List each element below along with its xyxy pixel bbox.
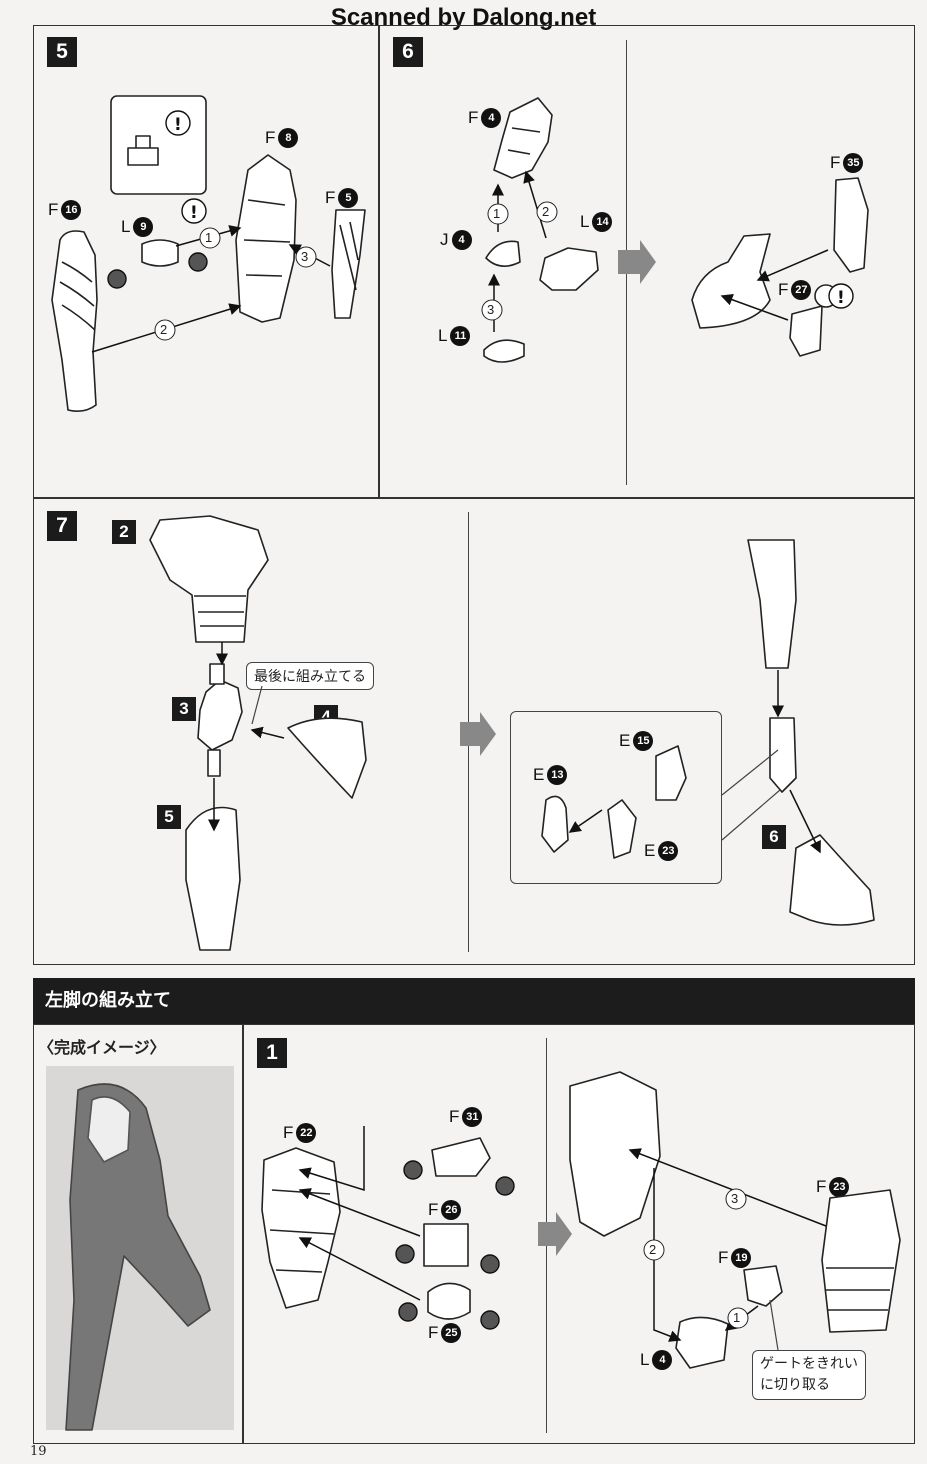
inset-part-c: [655, 745, 687, 801]
svg-text:!: !: [837, 288, 845, 308]
completed-figure: [65, 1083, 211, 1431]
sub-assembly-number: 6: [762, 825, 786, 849]
panel-left-leg: [33, 1024, 915, 1444]
divider: [242, 1024, 244, 1444]
attention-icons: ! ! !: [107, 110, 854, 1330]
thigh-upper: [747, 539, 797, 669]
inset-part-a: [541, 795, 569, 853]
sub-assembly-number: 5: [157, 805, 181, 829]
frame-detail: [243, 199, 291, 277]
panel-step-5-6: [33, 25, 915, 498]
knee-guard: [675, 1316, 729, 1369]
sub-assembly-number: 2: [112, 520, 136, 544]
section-title: 左脚の組み立て: [33, 978, 915, 1024]
order-number: 3: [301, 249, 309, 264]
order-markers: [154, 201, 749, 1329]
warning-box: [110, 95, 207, 195]
step-number: 1: [257, 1038, 287, 1068]
upper-leg: [185, 806, 241, 951]
svg-text:!: !: [174, 115, 182, 135]
frame-part: [235, 154, 297, 323]
peg: [209, 663, 225, 685]
toe-part: [789, 305, 823, 357]
inset-part-b: [607, 799, 637, 859]
thigh-assembly: [569, 1071, 661, 1237]
image-caption: 〈完成イメージ〉: [38, 1038, 166, 1057]
step-number: 7: [47, 511, 77, 541]
ankle-joint: [539, 247, 599, 291]
order-number: 2: [649, 1242, 657, 1257]
watermark: Scanned by Dalong.net: [330, 4, 597, 31]
thigh-frame: [261, 1147, 341, 1309]
step-number: 6: [393, 37, 423, 67]
knee-armor: [287, 717, 367, 799]
order-number: 2: [160, 322, 168, 337]
peg: [207, 749, 221, 777]
block-part: [423, 1223, 469, 1267]
ankle-cap: [485, 240, 521, 267]
heel-part: [833, 177, 869, 273]
joint-part-inset: [127, 135, 159, 166]
order-number: 3: [731, 1191, 739, 1206]
leg-cover-part: [51, 230, 98, 412]
order-number: 3: [487, 302, 495, 317]
order-number: 1: [205, 230, 213, 245]
blade-detail: [339, 221, 359, 291]
divider: [378, 25, 380, 498]
note-callout: ゲートをきれい に切り取る: [752, 1350, 866, 1400]
joint-part: [141, 239, 179, 267]
page-number: 19: [30, 1444, 47, 1459]
flow-arrows: [460, 240, 656, 1256]
hip-block: [821, 1189, 901, 1333]
order-number: 1: [493, 206, 501, 221]
shoe-part: [743, 1265, 783, 1307]
order-number: 2: [542, 204, 550, 219]
callout-line: に切り取る: [760, 1377, 830, 1393]
panel-step-7: [33, 498, 915, 965]
knee-detail: [507, 127, 541, 155]
leg-cover-detail: [59, 261, 96, 331]
order-number: 1: [733, 1310, 741, 1325]
cap-part: [431, 1137, 491, 1177]
note-callout: 最後に組み立てる: [246, 662, 374, 690]
hip-detail: [826, 1267, 894, 1311]
foot-part: [691, 233, 771, 329]
base-plate: [483, 339, 525, 363]
hip-assembly: [149, 515, 269, 643]
knee-part: [493, 97, 553, 179]
sub-assembly-number: 3: [172, 697, 196, 721]
shoe: [789, 834, 875, 926]
mid-joint: [769, 717, 797, 793]
svg-text:!: !: [190, 203, 198, 223]
detail-box: [510, 711, 722, 884]
joint-assembly: [197, 679, 243, 751]
callout-line: ゲートをきれい: [760, 1356, 858, 1372]
figure-mask: [87, 1096, 131, 1163]
hip-detail: [194, 595, 246, 627]
blade-part: [331, 209, 366, 319]
step-number: 5: [47, 37, 77, 67]
round-part: [427, 1282, 471, 1320]
